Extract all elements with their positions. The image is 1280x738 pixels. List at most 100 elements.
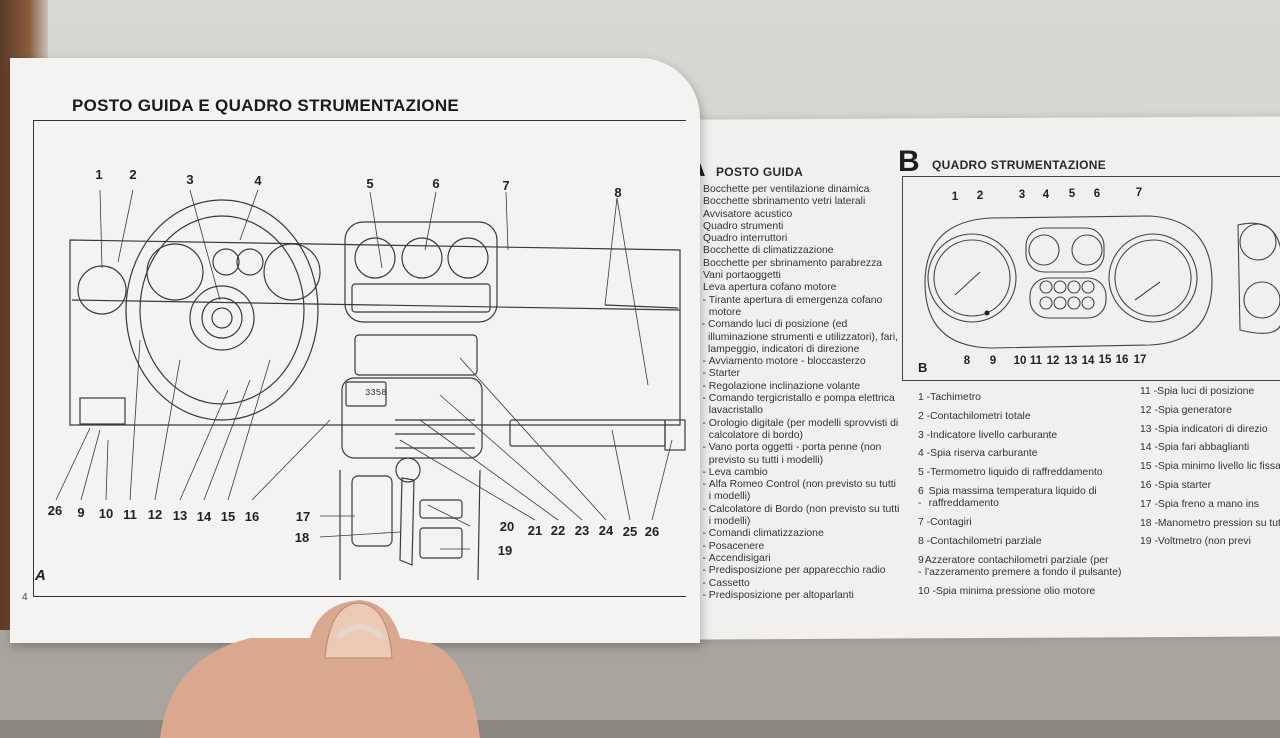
instrument-cluster-figure — [902, 176, 1280, 381]
list-item: 17 - Spia freno a mano ins — [1140, 499, 1280, 511]
item-text: Contagiri — [930, 516, 972, 528]
callout-label: 3 — [186, 172, 194, 187]
callout-label: 26 — [47, 503, 63, 518]
callout-label: 3 — [1018, 189, 1026, 201]
callout-label: 2 — [129, 167, 137, 182]
callout-label: 13 — [172, 508, 188, 523]
item-number: 9 - — [918, 554, 924, 578]
list-item: 19 - Voltmetro (non previ — [1140, 536, 1280, 548]
item-number: 11 - — [1140, 386, 1158, 397]
item-text: Orologio digitale (per modelli sprovvist… — [708, 417, 899, 441]
section-a-title: POSTO GUIDA — [716, 165, 804, 179]
section-b-title: QUADRO STRUMENTAZIONE — [932, 158, 1107, 172]
trip-reset-button — [984, 310, 990, 316]
callout-label: 5 — [366, 176, 374, 191]
item-text: Bocchette per sbrinamento parabrezza — [703, 257, 883, 269]
callout-label: 1 — [95, 167, 103, 182]
cluster-outline — [924, 215, 1213, 349]
callout-label: 16 — [244, 509, 260, 524]
callout-label: 8 — [963, 355, 971, 367]
item-number: 13 - — [1140, 423, 1158, 435]
callout-label: 4 — [1042, 189, 1050, 201]
list-item: 6 - Spia massima temperatura liquido di … — [918, 486, 1140, 510]
callout-label: 21 — [527, 523, 543, 538]
list-item: 3 - Indicatore livello carburante — [918, 430, 1140, 442]
item-text: Predisposizione per apparecchio radio — [708, 565, 886, 577]
item-text: Spia freno a mano ins — [1157, 498, 1259, 510]
temp-gauge — [1071, 234, 1103, 266]
item-text: Comando tergicristallo e pompa elettrica… — [708, 393, 895, 417]
item-text: Quadro strumenti — [703, 220, 784, 232]
callout-label: 10 — [98, 506, 114, 521]
figure-b-label: B — [918, 360, 928, 375]
item-number: 5 - — [918, 467, 931, 479]
callout-label: 15 — [1098, 354, 1112, 366]
list-item: 2 - Contachilometri totale — [918, 411, 1140, 423]
item-number: 16 - — [1140, 479, 1158, 491]
callout-label: 11 — [123, 507, 137, 522]
item-text: Spia starter — [1157, 479, 1212, 491]
item-text: Comando luci di posizione (ed illuminazi… — [708, 319, 899, 355]
glovebox — [509, 419, 666, 447]
digital-clock-display: 3358 — [365, 388, 387, 398]
item-text: Spia minima pressione olio motore — [935, 585, 1096, 597]
callout-label: 9 — [77, 505, 85, 520]
callout-label: 20 — [499, 519, 515, 534]
item-text: Voltmetro (non previ — [1157, 536, 1251, 548]
climate-panel — [341, 377, 483, 459]
warning-lights-pod — [1029, 277, 1107, 319]
callout-label: 1 — [951, 191, 959, 203]
callout-label: 5 — [1068, 188, 1076, 200]
item-number: 7 - — [918, 516, 931, 528]
radio-slot — [354, 334, 478, 376]
list-item: 11 - Spia luci di posizione — [1140, 386, 1280, 398]
item-text: Tachimetro — [930, 392, 981, 403]
item-text: Spia riserva carburante — [930, 448, 1038, 460]
item-text: Comandi climatizzazione — [708, 528, 824, 540]
item-text: Vano porta oggetti - porta penne (non pr… — [708, 442, 882, 466]
item-text: Indicatore livello carburante — [930, 429, 1058, 441]
gauge-pod — [1025, 227, 1105, 273]
item-text: Spia fari abbaglianti — [1157, 442, 1250, 454]
list-item: 1 - Tachimetro — [918, 392, 1140, 404]
callout-label: 9 — [989, 355, 997, 367]
item-text: Vani portaoggetti — [703, 270, 781, 282]
list-item: 9 - Azzeratore contachilometri parziale … — [918, 555, 1140, 579]
callout-label: 24 — [598, 523, 614, 538]
callout-label: 23 — [574, 523, 590, 538]
callout-label: 8 — [614, 185, 622, 200]
item-text: Contachilometri totale — [930, 410, 1031, 422]
section-b-list-col2: 11 - Spia luci di posizione 12 - Spia gen… — [1140, 386, 1280, 555]
switch-panel — [351, 283, 491, 313]
item-number: 10 - — [918, 585, 936, 597]
dashboard-outline — [69, 239, 681, 426]
center-console — [339, 469, 481, 581]
list-item: 4 - Spia riserva carburante — [918, 448, 1140, 460]
page-title: POSTO GUIDA E QUADRO STRUMENTAZIONE — [72, 96, 460, 115]
item-text: Spia generatore — [1157, 404, 1232, 416]
dashboard-drawing — [55, 189, 686, 581]
item-number: 12 - — [1140, 404, 1158, 416]
item-text: Spia minimo livello lic fissa) e usura p… — [1157, 461, 1280, 473]
callout-label: 12 — [147, 507, 163, 522]
speedometer-dial — [927, 233, 1017, 323]
item-number: 8 - — [918, 535, 931, 547]
item-number: 17 - — [1140, 498, 1158, 510]
item-number: 1 - — [918, 392, 931, 403]
page-number: 4 — [22, 592, 28, 603]
callout-label: 10 — [1013, 355, 1027, 367]
item-text: Contachilometri parziale — [930, 535, 1042, 547]
figure-a-label: A — [35, 567, 46, 584]
callout-label: 19 — [497, 543, 513, 558]
item-text: Predisposizione per altoparlanti — [708, 589, 854, 601]
item-text: Calcolatore di Bordo (non previsto su tu… — [708, 503, 900, 528]
item-text: Bocchette sbrinamento vetri laterali — [703, 196, 866, 208]
callout-label: 4 — [254, 173, 262, 188]
list-item: 10 - Spia minima pressione olio motore — [918, 586, 1140, 598]
list-item: 5 - Termometro liquido di raffreddamento — [918, 467, 1140, 479]
item-text: Avviamento motore - bloccasterzo — [708, 356, 866, 368]
item-number: 2 - — [918, 410, 931, 422]
instrument-cluster-drawing — [924, 215, 1280, 349]
list-item: 15 - Spia minimo livello lic fissa) e us… — [1140, 461, 1280, 473]
list-item: 16 - Spia starter — [1140, 480, 1280, 492]
